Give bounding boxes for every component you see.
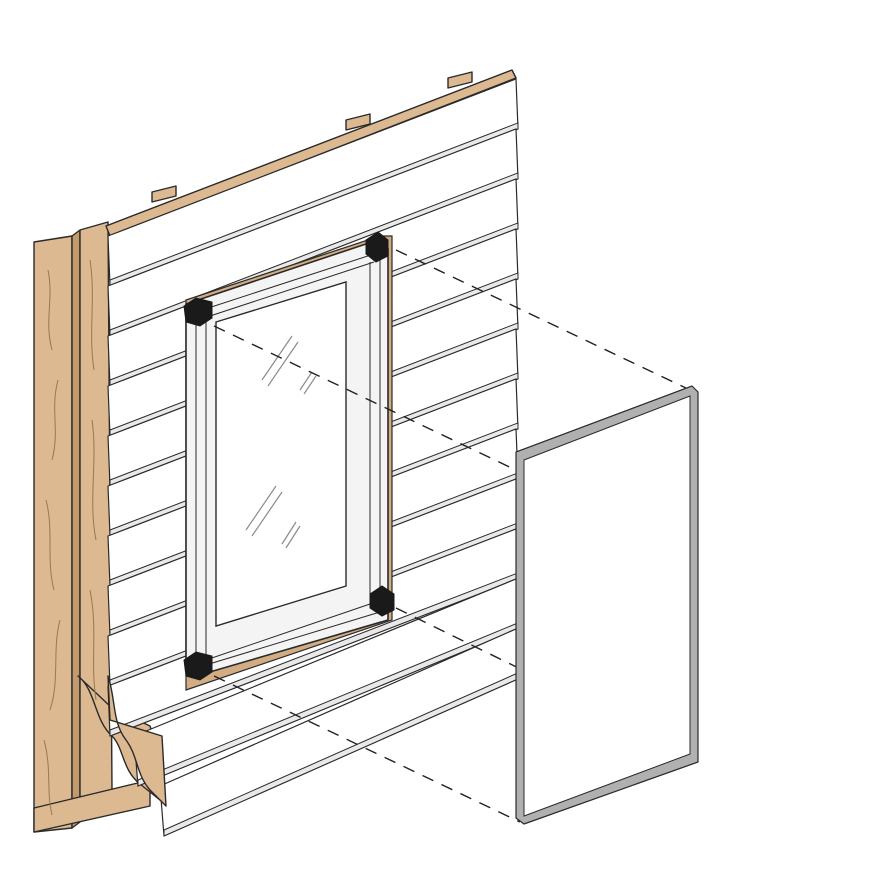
storm-panel-icon (515, 385, 699, 825)
window-unit-icon (183, 231, 395, 681)
window-glass (215, 281, 347, 627)
projection-lines (213, 249, 691, 823)
corner-stud (33, 235, 73, 833)
bottom-plate (33, 779, 151, 833)
wall-framing-icon (33, 71, 473, 833)
corner-block-top-right (365, 231, 389, 263)
projection-line-top-left (213, 325, 521, 473)
rafter-tail (151, 185, 177, 203)
rafter-tail (447, 71, 473, 89)
sheathing-wood-grain (89, 259, 97, 701)
corner-block-bottom-left (183, 651, 213, 681)
frame-bevel-top-inner (203, 261, 375, 319)
stud-wood-grain (43, 269, 61, 816)
glass-glint (245, 335, 317, 549)
storm-edge-top (515, 385, 693, 453)
projection-line-bottom-left (213, 675, 521, 823)
siding-cutaway (107, 675, 167, 807)
frame-bevel-bottom-outer (195, 611, 381, 669)
storm-panel-glass (523, 395, 691, 817)
siding-board-lip (109, 122, 519, 287)
frame-bevel-bottom (205, 603, 371, 661)
corner-block-bottom-right (369, 585, 395, 617)
top-trim (105, 69, 517, 237)
corner-stud-side (71, 229, 81, 829)
corner-block-top-left (183, 297, 213, 327)
frame-bevel-top (195, 251, 381, 313)
